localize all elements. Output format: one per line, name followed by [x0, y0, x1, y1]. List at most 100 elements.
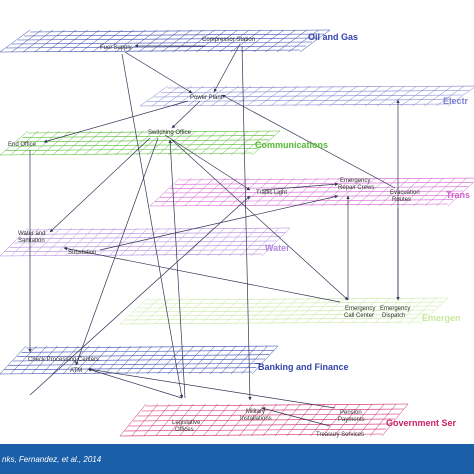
grid-column-line — [199, 85, 228, 107]
grid-column-line — [239, 227, 269, 257]
grid-column-line — [83, 130, 113, 156]
arrow-compressor-to-military — [241, 45, 252, 401]
node-emergency-repair-line1: Emergency — [340, 178, 370, 184]
grid-column-line — [408, 297, 437, 325]
grid-column-line — [207, 227, 236, 257]
grid-column-line — [142, 297, 172, 325]
grid-column-line — [80, 29, 111, 53]
grid-column-line — [229, 227, 258, 257]
node-military-line1: Military — [246, 409, 265, 415]
arrow-pension-to-atm — [87, 367, 336, 409]
grid-column-line — [396, 297, 426, 325]
grid-column-line — [327, 297, 356, 325]
grid-column-line — [275, 177, 307, 207]
grid-column-line — [238, 403, 266, 437]
grid-column-line — [212, 297, 241, 325]
grid-column-line — [130, 227, 160, 257]
node-evacuation-line1: Evacuation — [390, 190, 420, 196]
grid-column-line — [346, 403, 373, 437]
grid-column-line — [310, 403, 337, 437]
grid-row-line — [143, 301, 444, 305]
grid-column-line — [305, 85, 334, 107]
grid-column-line — [195, 177, 227, 207]
grid-column-line — [199, 345, 226, 375]
grid-column-line — [178, 130, 207, 156]
grid-column-line — [246, 297, 276, 325]
layer-title-banking: Banking and Finance — [258, 362, 349, 372]
grid-column-line — [281, 297, 310, 325]
grid-column-line — [92, 29, 123, 53]
grid-column-line — [172, 177, 204, 207]
grid-column-line — [136, 345, 163, 375]
grid-column-line — [218, 177, 249, 207]
grid-column-line — [269, 297, 299, 325]
grid-column-line — [163, 85, 192, 107]
grid-column-line — [241, 130, 270, 156]
grid-column-line — [230, 130, 260, 156]
grid-column-line — [304, 297, 333, 325]
government-layer-grid — [119, 403, 409, 437]
grid-column-line — [0, 130, 29, 156]
grid-row-line — [145, 403, 409, 407]
node-emergency-repair-line2: Repair Crews — [338, 185, 374, 191]
grid-column-line — [447, 87, 474, 107]
grid-column-line — [175, 85, 204, 107]
grid-column-line — [177, 297, 206, 325]
grid-column-line — [115, 130, 144, 156]
grid-column-line — [200, 297, 229, 325]
grid-column-line — [167, 403, 194, 437]
grid-column-line — [341, 85, 370, 107]
grid-column-line — [188, 345, 216, 375]
grid-column-line — [356, 177, 387, 207]
grid-column-line — [189, 297, 218, 325]
grid-column-line — [43, 227, 72, 257]
grid-column-line — [367, 177, 398, 207]
grid-column-line — [262, 403, 290, 437]
grid-row-line — [160, 90, 470, 93]
grid-column-line — [136, 130, 165, 156]
arrow-substation-to-repair — [99, 194, 339, 251]
arrow-legislative-to-atm — [87, 368, 183, 399]
node-atm: ATM — [70, 368, 82, 374]
grid-column-line — [412, 85, 441, 107]
grid-row-line — [124, 428, 387, 432]
grid-column-line — [104, 345, 132, 375]
grid-column-line — [163, 227, 192, 257]
grid-column-line — [187, 85, 216, 107]
grid-column-line — [270, 85, 299, 107]
grid-column-line — [241, 345, 268, 375]
grid-column-line — [94, 130, 123, 156]
grid-column-line — [10, 227, 40, 257]
grid-row-line — [0, 49, 301, 53]
node-switching-office: Switching Office — [148, 130, 192, 136]
node-compressor-station: Compressor Station — [202, 37, 255, 43]
node-emergency-dispatch-line2: Dispatch — [382, 313, 405, 319]
grid-column-line — [31, 130, 60, 156]
grid-column-line — [276, 29, 308, 53]
grid-column-line — [73, 130, 102, 156]
grid-column-line — [167, 345, 195, 375]
grid-column-line — [20, 345, 48, 375]
grid-column-line — [258, 85, 287, 107]
grid-column-line — [174, 227, 203, 257]
grid-column-line — [103, 29, 134, 53]
grid-column-line — [334, 403, 361, 437]
grid-column-line — [57, 29, 88, 53]
arrow-treasury-to-military — [261, 407, 331, 427]
grid-column-line — [253, 29, 284, 53]
grid-column-line — [287, 177, 318, 207]
grid-column-line — [241, 177, 272, 207]
citation-footer — [0, 444, 474, 474]
grid-row-line — [174, 182, 474, 185]
grid-column-line — [46, 29, 77, 53]
grid-column-line — [98, 227, 127, 257]
grid-row-line — [23, 33, 325, 37]
grid-column-line — [447, 181, 474, 207]
arrow-switching-to-callcenter — [171, 139, 349, 301]
grid-column-line — [41, 130, 71, 156]
grid-column-line — [94, 345, 121, 375]
node-fuel-supply: Fuel Supply — [100, 45, 132, 51]
grid-column-line — [299, 29, 331, 53]
